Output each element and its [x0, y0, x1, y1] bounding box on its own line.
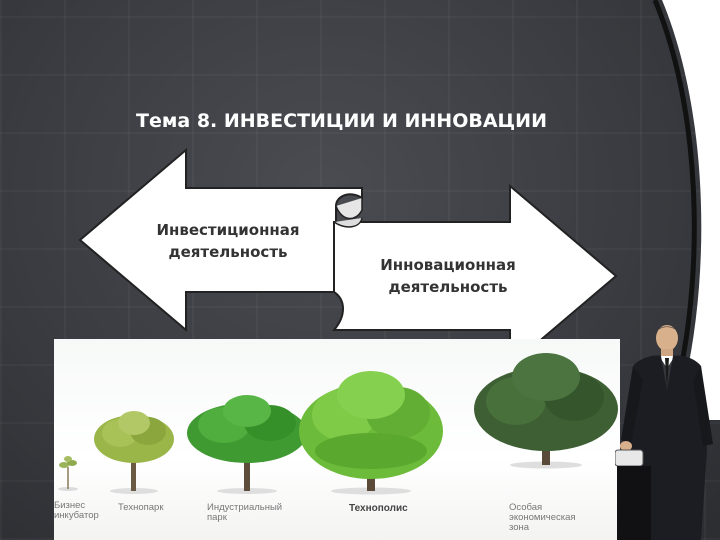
- tree-label-3-line-1: Технополис: [349, 503, 408, 514]
- right-arrow-label: Инновационная деятельность: [358, 254, 538, 298]
- tree-label-industrial-park: Индустриальный парк: [207, 503, 307, 523]
- tree-label-technopolis: Технополис: [349, 504, 439, 514]
- tree-label-4-line-2: экономическая: [509, 512, 576, 523]
- trees-illustration: Бизнес инкубатор Технопарк Индустриальны…: [54, 339, 620, 540]
- right-arrow-line-1: Инновационная: [380, 256, 516, 274]
- left-arrow: [78, 147, 363, 333]
- tree-label-business-incubator: Бизнес инкубатор: [54, 501, 114, 521]
- dark-tree-icon: [474, 353, 618, 465]
- slide-title: Тема 8. ИНВЕСТИЦИИ И ИННОВАЦИИ: [136, 110, 547, 132]
- tree-label-4-line-3: зона: [509, 522, 530, 533]
- sapling-icon: [59, 456, 77, 489]
- businessman-figure: [615, 325, 713, 540]
- left-arrow-line-1: Инвестиционная: [156, 221, 300, 239]
- small-tree-icon: [94, 411, 174, 491]
- left-arrow-line-2: деятельность: [168, 243, 288, 261]
- tree-label-2-line-2: парк: [207, 512, 227, 523]
- trees-drawing: [58, 353, 618, 495]
- large-tree-icon: [299, 371, 443, 491]
- medium-tree-icon: [187, 395, 307, 491]
- left-arrow-label: Инвестиционная деятельность: [138, 219, 318, 263]
- right-arrow: [331, 183, 618, 369]
- tree-label-4-line-1: Особая: [509, 502, 543, 513]
- tree-label-2-line-1: Индустриальный: [207, 502, 283, 513]
- tree-label-technopark: Технопарк: [118, 503, 188, 513]
- tree-label-1-line-1: Технопарк: [118, 502, 164, 513]
- right-arrow-line-2: деятельность: [388, 278, 508, 296]
- tree-label-special-economic-zone: Особая экономическая зона: [509, 503, 609, 533]
- tree-label-0-line-1: Бизнес: [54, 500, 86, 511]
- tree-label-0-line-2: инкубатор: [54, 510, 99, 521]
